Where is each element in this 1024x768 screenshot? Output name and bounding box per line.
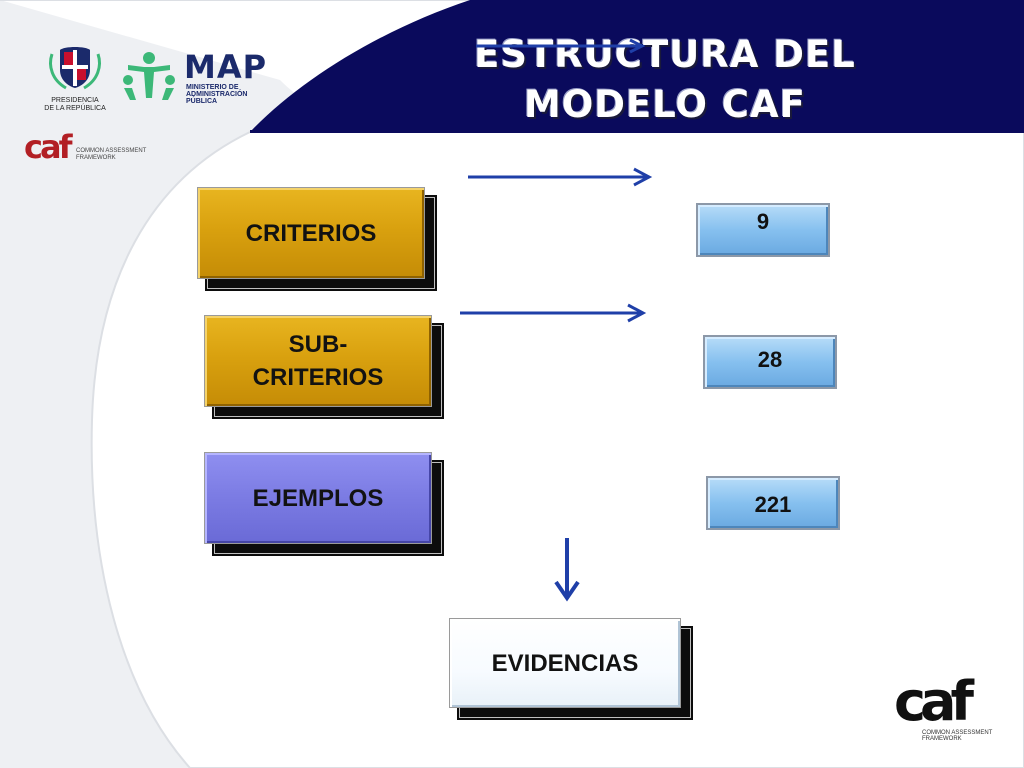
- subcriterios-count: 28: [703, 335, 837, 389]
- caf-small-line-1: COMMON ASSESSMENT: [76, 148, 147, 154]
- presidencia-logo: PRESIDENCIA DE LA REPÚBLICA: [40, 44, 110, 112]
- ejemplos-count: 221: [706, 476, 840, 530]
- page-title: ESTRUCTURA DEL MODELO CAF: [440, 30, 890, 130]
- map-people-icon: [123, 52, 175, 100]
- subcriterios-count-value: 28: [757, 347, 783, 372]
- criterios-count-value: 9: [756, 209, 770, 234]
- map-logo: MAP MINISTERIO DE ADMINISTRACIÓN PÚBLICA: [120, 50, 280, 106]
- criterios-box: CRITERIOS: [197, 187, 435, 289]
- map-sub-1: MINISTERIO DE: [186, 84, 239, 91]
- map-name: MAP: [184, 48, 268, 86]
- coat-of-arms-icon: [49, 47, 101, 90]
- ejemplos-label: EJEMPLOS: [252, 484, 384, 512]
- title-line-1: ESTRUCTURA DEL: [474, 33, 856, 76]
- caf-large-line-1: COMMON ASSESSMENT: [922, 730, 993, 736]
- subcriterios-box: SUB- CRITERIOS: [204, 315, 442, 417]
- title-line-2: MODELO CAF: [524, 83, 806, 126]
- criterios-count: 9: [696, 203, 830, 257]
- criterios-label: CRITERIOS: [245, 219, 377, 247]
- presidencia-text-2: DE LA REPÚBLICA: [44, 105, 106, 112]
- map-sub-3: PÚBLICA: [186, 98, 218, 105]
- caf-logo-small: caf COMMON ASSESSMENT FRAMEWORK: [24, 128, 154, 168]
- ejemplos-count-value: 221: [754, 492, 792, 517]
- caf-large-mark: caf: [894, 670, 974, 733]
- header-band: [250, 0, 1024, 132]
- map-sub-2: ADMINISTRACIÓN: [186, 91, 248, 98]
- caf-logo-large: caf COMMON ASSESSMENT FRAMEWORK: [894, 670, 1004, 750]
- caf-small-mark: caf: [24, 128, 73, 166]
- evidencias-label: EVIDENCIAS: [491, 649, 639, 677]
- subcriterios-label-2: CRITERIOS: [252, 364, 384, 391]
- evidencias-box: EVIDENCIAS: [449, 618, 691, 718]
- presidencia-text-1: PRESIDENCIA: [51, 97, 99, 104]
- caf-small-line-2: FRAMEWORK: [76, 155, 116, 161]
- subcriterios-label-1: SUB-: [288, 331, 348, 358]
- ejemplos-box: EJEMPLOS: [204, 452, 442, 554]
- caf-large-line-2: FRAMEWORK: [922, 736, 962, 742]
